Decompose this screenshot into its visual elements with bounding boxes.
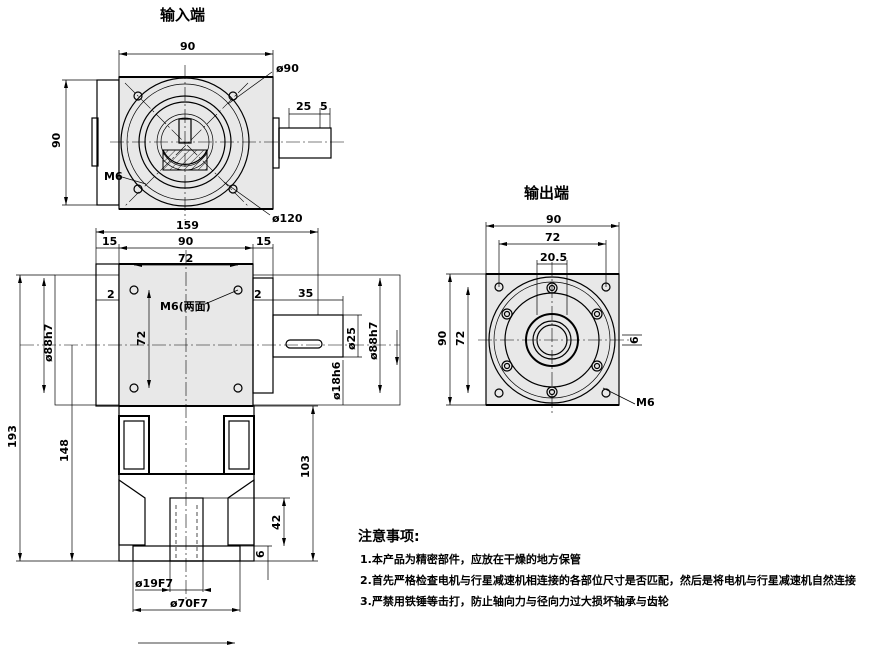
dim-label: 25 <box>296 100 311 113</box>
dim-label: 90 <box>180 40 196 53</box>
dim-label: ø88h7 <box>367 322 380 360</box>
note-item: 2.首先严格检查电机与行星减速机相连接的各部位尺寸是否匹配，然后是将电机与行星减… <box>360 573 856 587</box>
dim-label: 193 <box>6 425 19 448</box>
dim-label: 20.5 <box>540 251 567 264</box>
dim-label: 6 <box>254 550 267 558</box>
dim-label: 72 <box>454 331 467 346</box>
dim-label: 90 <box>50 132 63 148</box>
dim-label: M6 <box>636 396 655 409</box>
dim-label: 148 <box>58 439 71 462</box>
dim-label: 90 <box>436 330 449 346</box>
dim-label: 72 <box>545 231 560 244</box>
dim-label: ø18h6 <box>330 361 343 400</box>
dim-label: 72 <box>135 331 148 346</box>
dim-label: 72 <box>178 252 193 265</box>
dim-label: ø90 <box>276 62 299 75</box>
input-title: 输入端 <box>160 6 205 24</box>
note-item: 3.严禁用铁锤等击打，防止轴向力与径向力过大损坏轴承与齿轮 <box>360 594 669 608</box>
dim-label: 35 <box>298 287 313 300</box>
dim-label: 90 <box>178 235 194 248</box>
top-view <box>62 50 345 220</box>
dim-label: 5 <box>320 100 328 113</box>
dim-label: M6(两面) <box>160 300 211 313</box>
notes-block: 注意事项: 1.本产品为精密部件，应放在干燥的地方保管 2.首先严格检查电机与行… <box>358 528 856 608</box>
dim-label: 2 <box>107 288 115 301</box>
dim-label: ø70F7 <box>170 597 208 610</box>
dim-label: ø120 <box>272 212 303 225</box>
dim-label: 90 <box>546 213 562 226</box>
dim-label: 159 <box>176 219 199 232</box>
dim-label: 42 <box>270 515 283 530</box>
front-view <box>16 228 401 645</box>
drawing-labels: 输入端 输出端 90 90 ø90 ø120 25 5 M6 159 15 90… <box>6 6 655 610</box>
dim-label: ø88h7 <box>42 324 55 362</box>
dim-label: 103 <box>299 455 312 478</box>
dim-label: M6 <box>104 170 123 183</box>
dim-label: ø25 <box>345 327 358 350</box>
output-title: 输出端 <box>524 184 569 202</box>
output-view <box>446 222 642 415</box>
note-item: 1.本产品为精密部件，应放在干燥的地方保管 <box>360 552 581 566</box>
dim-label: 6 <box>628 336 641 344</box>
dim-label: 15 <box>102 235 117 248</box>
notes-title: 注意事项: <box>358 528 420 545</box>
dim-label: 2 <box>254 288 262 301</box>
dim-label: 15 <box>256 235 271 248</box>
dim-label: ø19F7 <box>135 577 173 590</box>
